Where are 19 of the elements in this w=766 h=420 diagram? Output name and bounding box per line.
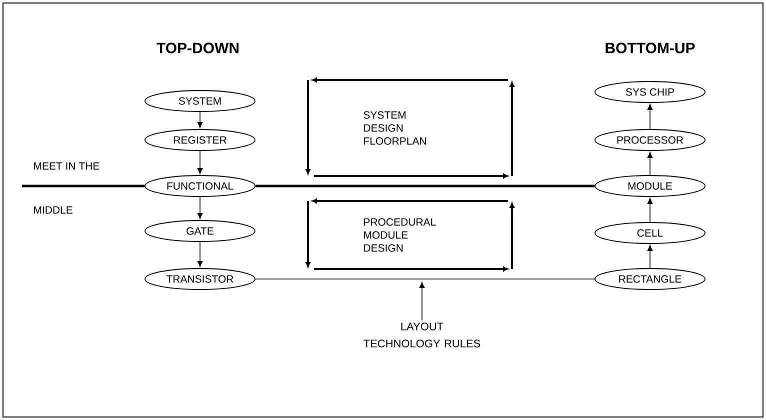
arrow (647, 198, 653, 222)
connector-line (255, 278, 595, 280)
arrow (419, 282, 425, 321)
connector-line (255, 184, 595, 188)
arrow (647, 104, 653, 130)
arrow (197, 242, 203, 267)
heading: TOP-DOWN (156, 42, 239, 54)
loop-label: PROCEDURAL MODULE DESIGN (364, 218, 436, 252)
arrow (647, 152, 653, 176)
side-label: MEET IN THE (34, 162, 100, 170)
loop-label: SYSTEM DESIGN FLOORPLAN (364, 111, 426, 145)
side-label: MIDDLE (34, 206, 72, 214)
connector-line (22, 184, 145, 188)
arrow (647, 245, 653, 268)
arrow (197, 150, 203, 174)
heading: BOTTOM-UP (606, 42, 695, 54)
arrow (197, 112, 203, 128)
arrow (197, 196, 203, 219)
note-text: LAYOUT TECHNOLOGY RULES (364, 322, 480, 348)
